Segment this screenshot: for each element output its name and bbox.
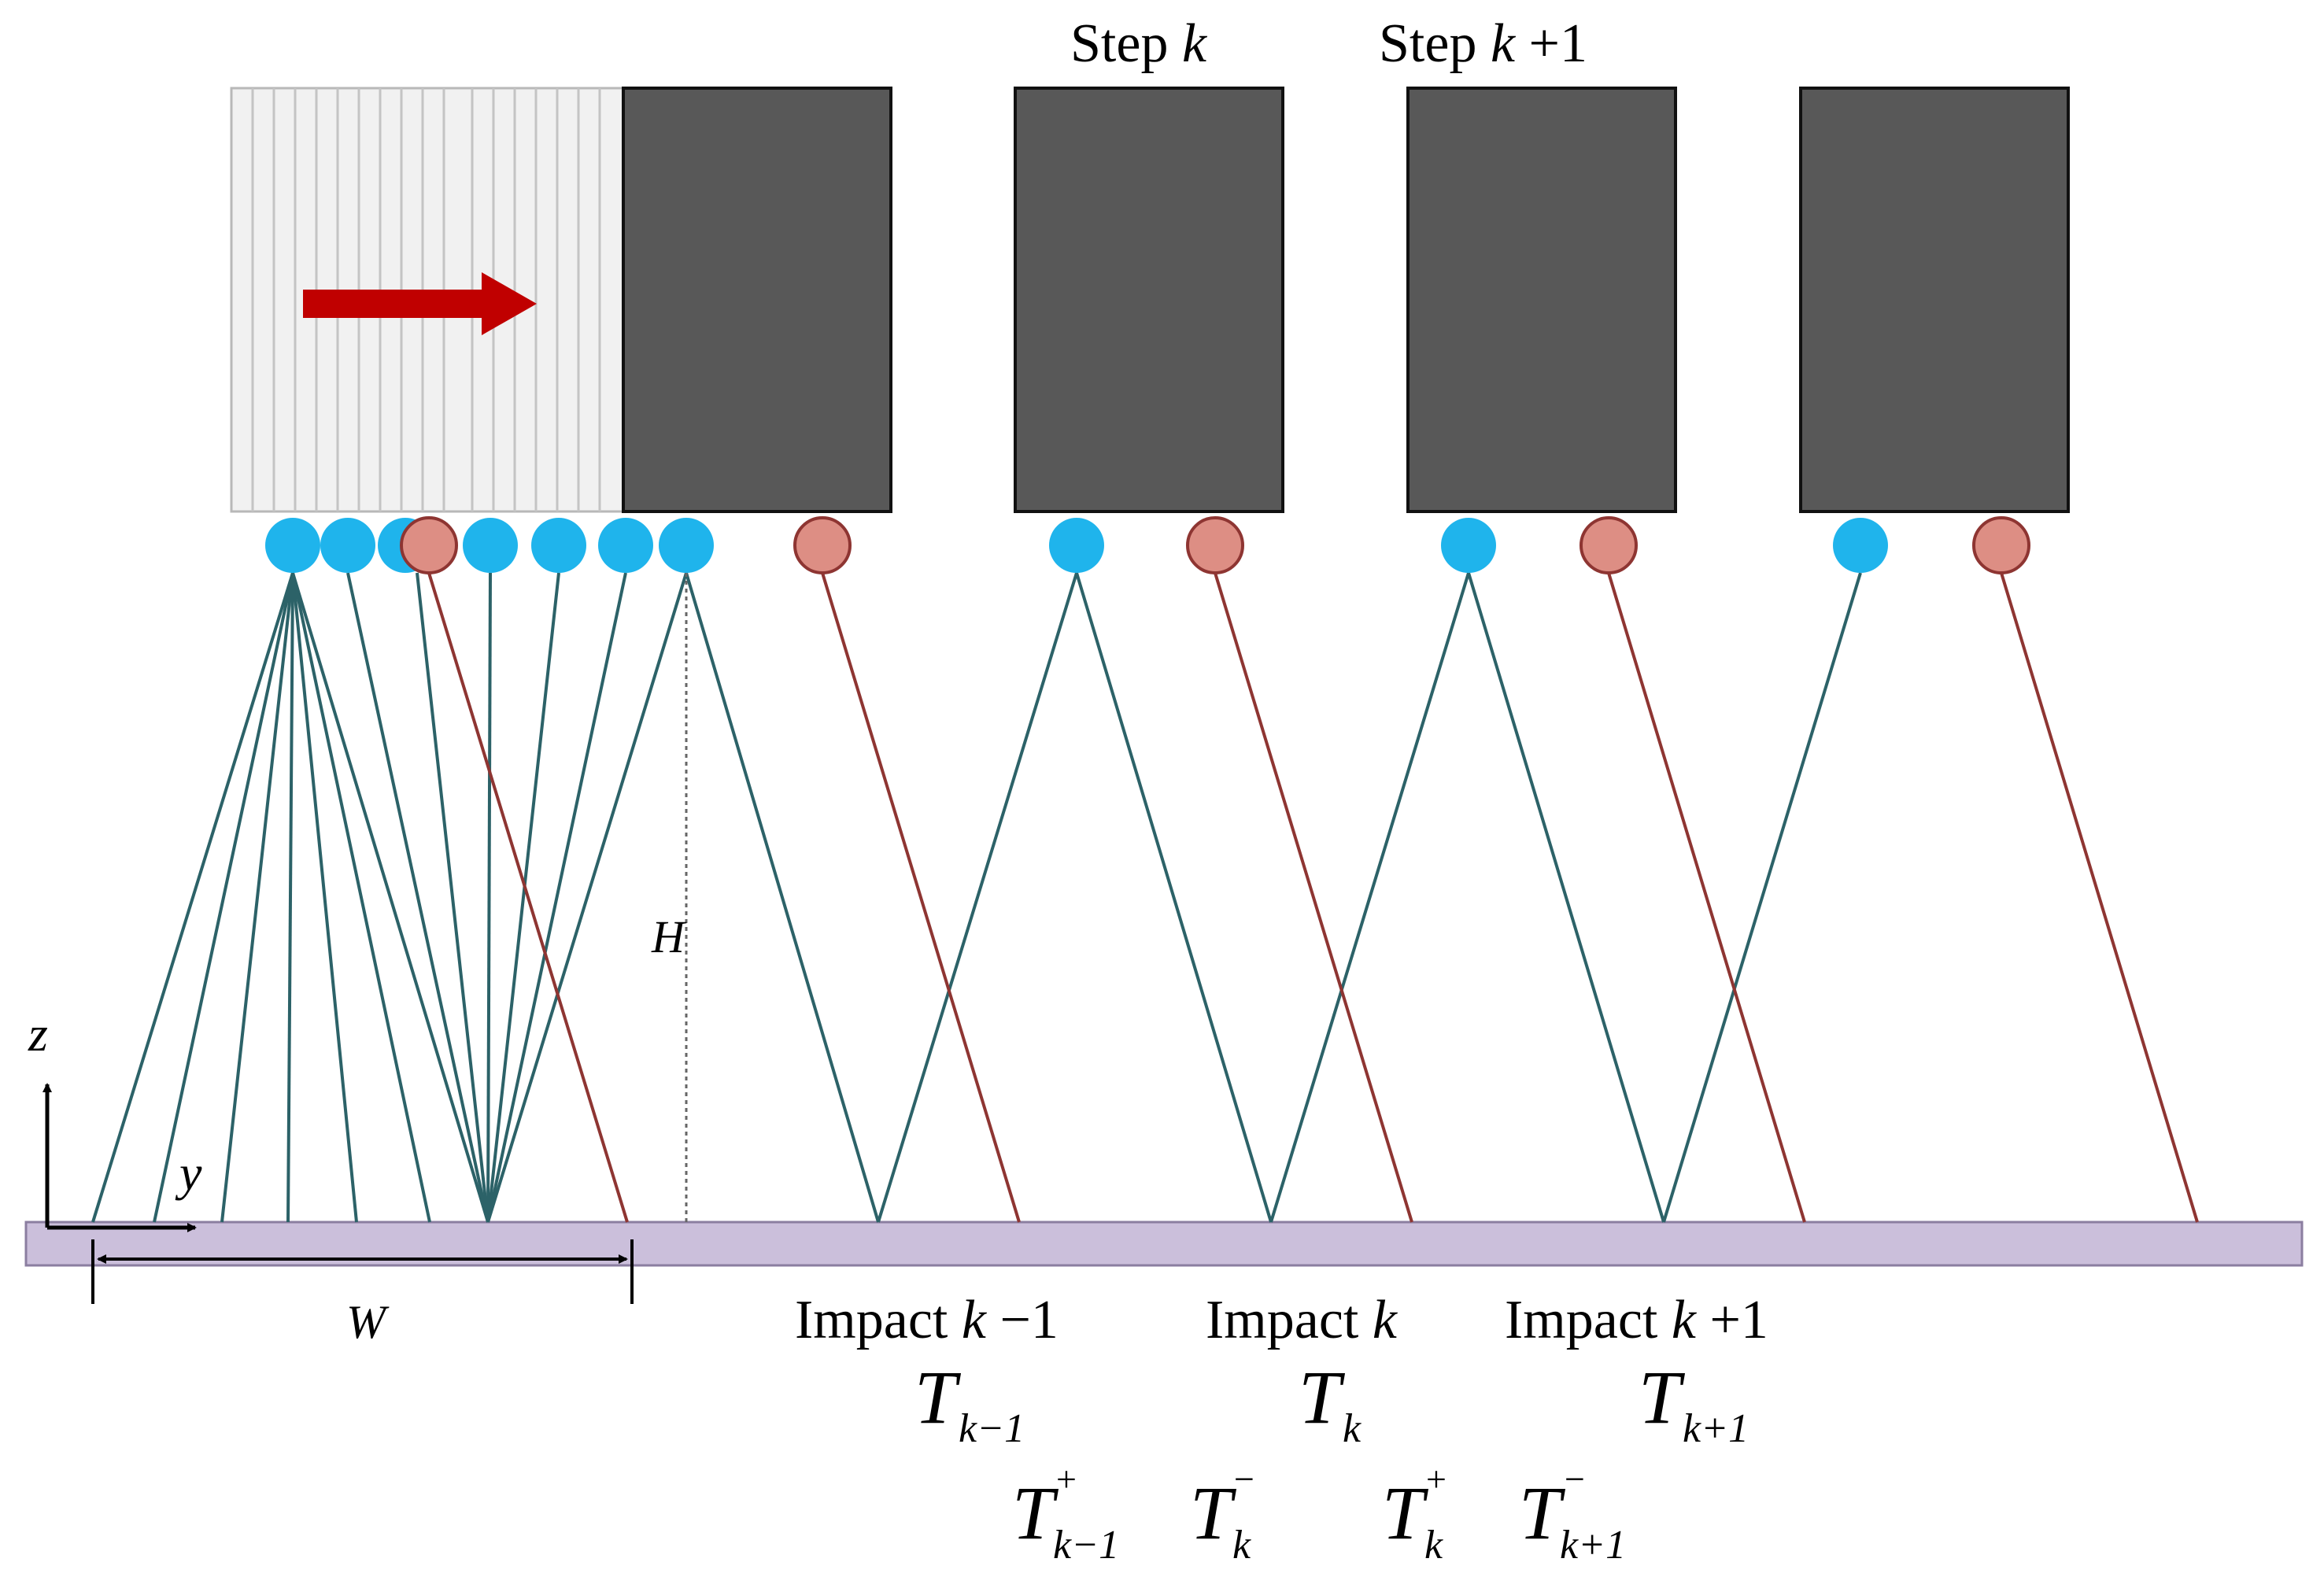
svg-text:T: T (1639, 1355, 1686, 1439)
svg-text:k−1: k−1 (959, 1406, 1025, 1451)
robot-body (1799, 87, 2070, 513)
swing-leg-lines (91, 572, 1862, 1223)
blue-marker (531, 518, 586, 573)
blue-marker (320, 518, 375, 573)
svg-text:k: k (1343, 1406, 1362, 1451)
stance-foot-markers (400, 516, 2030, 574)
svg-text:k+1: k+1 (1683, 1406, 1749, 1451)
transition-time: T + k−1 (1012, 1459, 1119, 1568)
red-marker (793, 516, 852, 574)
svg-text:T: T (1190, 1471, 1237, 1555)
svg-text:k: k (1424, 1523, 1443, 1568)
blue-marker (659, 518, 714, 573)
svg-text:+: + (1426, 1459, 1446, 1499)
y-axis-label: y (175, 1145, 202, 1201)
transition-time: T − k+1 (1519, 1459, 1626, 1568)
width-label: W (346, 1296, 390, 1348)
blue-marker (463, 518, 518, 573)
blue-marker (1833, 518, 1888, 573)
transition-time: T + k (1382, 1459, 1446, 1568)
robot-body (622, 87, 892, 513)
svg-text:T: T (1382, 1471, 1429, 1555)
red-marker (400, 516, 458, 574)
svg-text:T: T (1012, 1471, 1059, 1555)
step-k-label: Step k (1070, 13, 1208, 74)
step-k1-label: Step k +1 (1379, 13, 1587, 74)
red-marker (1972, 516, 2030, 574)
width-dimension (91, 1239, 634, 1304)
svg-text:+: + (1056, 1459, 1077, 1499)
impact-time: T k−1 (914, 1355, 1025, 1451)
swing-foot-markers (265, 518, 1888, 573)
blue-marker (598, 518, 653, 573)
transition-time: T − k (1190, 1459, 1254, 1568)
blue-marker (1441, 518, 1496, 573)
blue-marker (265, 518, 320, 573)
svg-text:k+1: k+1 (1560, 1523, 1626, 1568)
red-marker (1580, 516, 1638, 574)
right-arrow-icon (303, 272, 537, 335)
height-label: H (651, 911, 687, 962)
stance-leg-lines (427, 572, 2199, 1223)
svg-text:T: T (1519, 1471, 1566, 1555)
impact-label: Impact k −1 (795, 1290, 1059, 1350)
impact-label: Impact k +1 (1505, 1290, 1768, 1350)
impact-time: T k (1299, 1355, 1362, 1451)
red-marker (1186, 516, 1244, 574)
impact-label: Impact k (1206, 1290, 1398, 1350)
svg-text:k−1: k−1 (1053, 1523, 1119, 1568)
svg-text:T: T (914, 1355, 962, 1439)
robot-body (1014, 87, 1284, 513)
svg-text:k: k (1232, 1523, 1251, 1568)
svg-text:−: − (1234, 1459, 1254, 1499)
blue-marker (1049, 518, 1104, 573)
svg-text:−: − (1565, 1459, 1585, 1499)
motion-trail (230, 87, 625, 513)
robot-body (1406, 87, 1677, 513)
impact-time: T k+1 (1639, 1355, 1749, 1451)
z-axis-label: z (28, 1006, 48, 1062)
axes (42, 1083, 197, 1232)
svg-text:T: T (1299, 1355, 1346, 1439)
